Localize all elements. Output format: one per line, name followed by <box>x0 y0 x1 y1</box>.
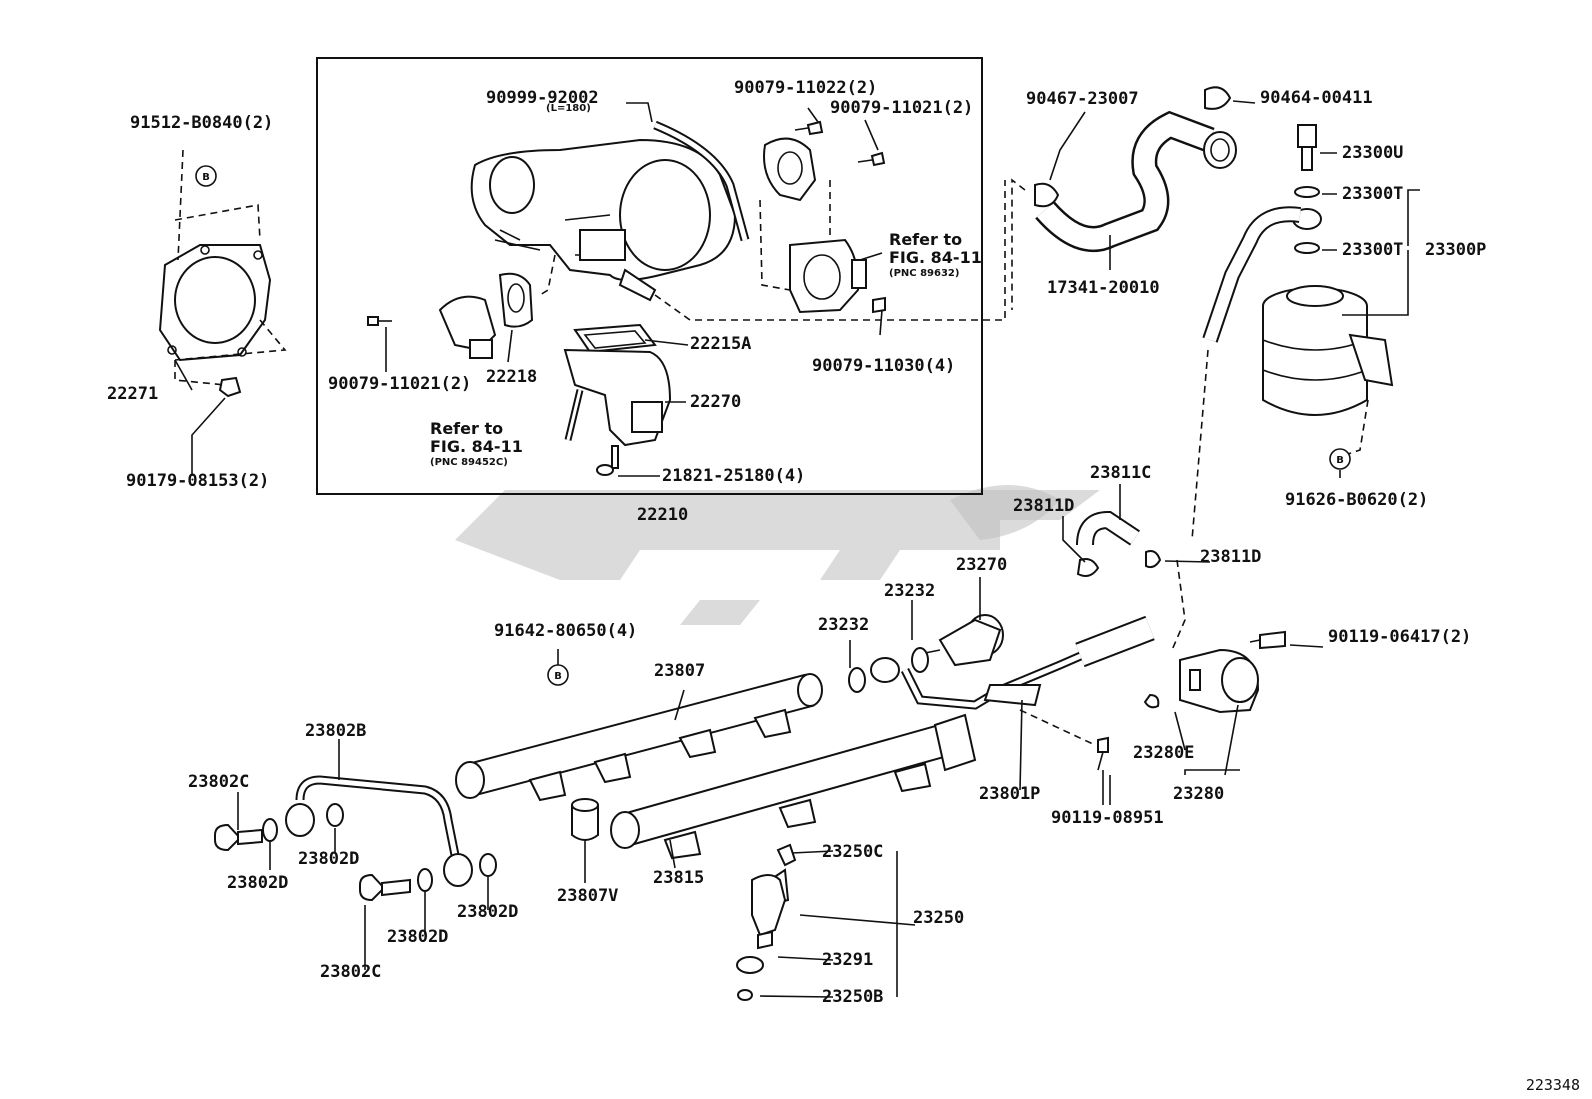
bolt-marker-b: B <box>554 671 562 682</box>
fuel-line-filter <box>1202 206 1302 343</box>
refer-to-text: Refer to <box>430 419 503 438</box>
label-91642-80650: 91642-80650(4) <box>494 621 637 641</box>
label-23815: 23815 <box>653 868 704 888</box>
label-23300T: 23300T <box>1342 184 1403 204</box>
fuel-rail-23815 <box>610 713 977 860</box>
label-22271: 22271 <box>107 384 158 404</box>
bolt-marker-b: B <box>202 172 210 183</box>
label-23802C: 23802C <box>188 772 249 792</box>
label-23807V: 23807V <box>557 886 618 906</box>
dash-right <box>1011 178 1369 651</box>
gasket-22271 <box>158 244 272 398</box>
watermark-logo <box>455 485 1100 625</box>
label-22218: 22218 <box>486 367 537 387</box>
label-91512-B0840: 91512-B0840(2) <box>130 113 273 133</box>
label-90119-08951: 90119-08951 <box>1051 808 1164 828</box>
clips-23811D <box>1076 550 1162 577</box>
label-23802C: 23802C <box>320 962 381 982</box>
label-23811D: 23811D <box>1200 547 1261 567</box>
label-90079-11030: 90079-11030(4) <box>812 356 955 376</box>
idle-air-valve-22270 <box>563 348 672 447</box>
refer-fig-text: FIG. 84-11 <box>430 437 523 456</box>
union-bolts-23802C <box>214 823 411 902</box>
label-23807: 23807 <box>654 661 705 681</box>
dash-lines <box>539 180 1006 321</box>
return-pipe-23801P <box>870 615 1155 710</box>
hose-90999-92002 <box>653 120 750 242</box>
label-90179-08153: 90179-08153(2) <box>126 471 269 491</box>
pulsation-damper-23280 <box>1097 630 1286 771</box>
hose-17341-20010 <box>1035 110 1237 253</box>
bolt-marker-b: B <box>1336 455 1344 466</box>
part-labels: 90999-92002 90079-11022(2) 90079-11021(2… <box>107 78 1486 1007</box>
refer-fig-text: FIG. 84-11 <box>889 248 982 267</box>
label-23270: 23270 <box>956 555 1007 575</box>
label-23232: 23232 <box>818 615 869 635</box>
label-23291: 23291 <box>822 950 873 970</box>
refer-note-lower: Refer to FIG. 84-11 (PNC 89452C) <box>430 419 523 468</box>
label-23300P: 23300P <box>1425 240 1486 260</box>
leader-lines <box>174 100 1420 998</box>
injector-23250 <box>736 843 797 1001</box>
bolt-marker-group: B B B <box>195 165 1351 686</box>
gaskets-23802D <box>262 803 497 892</box>
label-22210: 22210 <box>637 505 688 525</box>
pressure-regulator-23270 <box>914 614 1004 667</box>
insulator-23807V <box>571 798 599 841</box>
throttle-body-group-box <box>316 57 983 495</box>
label-23300T: 23300T <box>1342 240 1403 260</box>
label-23811C: 23811C <box>1090 463 1151 483</box>
refer-note-upper: Refer to FIG. 84-11 (PNC 89632) <box>889 230 982 279</box>
gasket-right <box>763 137 817 202</box>
washers-23232 <box>848 647 929 693</box>
refer-to-text: Refer to <box>889 230 962 249</box>
diagram-id: 223348 <box>1526 1076 1580 1094</box>
label-23811D: 23811D <box>1013 496 1074 516</box>
label-90079-11021: 90079-11021(2) <box>830 98 973 118</box>
label-23250: 23250 <box>913 908 964 928</box>
dash-bolt-lower <box>1019 709 1096 746</box>
label-22270: 22270 <box>690 392 741 412</box>
dash-left <box>174 149 287 386</box>
tps-sensor-right <box>789 238 867 314</box>
label-23300U: 23300U <box>1342 143 1403 163</box>
label-90079-11021: 90079-11021(2) <box>328 374 471 394</box>
hose-23811C <box>1076 510 1140 546</box>
label-23802D: 23802D <box>387 927 448 947</box>
label-23802D: 23802D <box>457 902 518 922</box>
fuel-filter-23300P <box>1262 124 1394 416</box>
gasket-22215A <box>573 323 657 354</box>
label-90999-92002: 90999-92002 <box>486 88 599 108</box>
label-23802B: 23802B <box>305 721 366 741</box>
hose-clamps <box>1034 86 1232 208</box>
label-23280: 23280 <box>1173 784 1224 804</box>
label-23801P: 23801P <box>979 784 1040 804</box>
label-23250C: 23250C <box>822 842 883 862</box>
label-91626-B0620: 91626-B0620(2) <box>1285 490 1428 510</box>
label-90464-00411: 90464-00411 <box>1260 88 1373 108</box>
label-23802D: 23802D <box>298 849 359 869</box>
throttle-body <box>470 138 737 302</box>
refer-pnc-text: (PNC 89632) <box>889 268 959 279</box>
hose-length-note: (L=180) <box>546 103 591 114</box>
label-23802D: 23802D <box>227 873 288 893</box>
small-bolts <box>367 120 886 476</box>
label-90079-11022: 90079-11022(2) <box>734 78 877 98</box>
label-23232: 23232 <box>884 581 935 601</box>
label-90119-06417: 90119-06417(2) <box>1328 627 1471 647</box>
delivery-pipe-23802B <box>285 775 473 887</box>
label-90467-23007: 90467-23007 <box>1026 89 1139 109</box>
label-23280E: 23280E <box>1133 743 1194 763</box>
label-23250B: 23250B <box>822 987 883 1007</box>
fuel-rail-23807 <box>455 673 823 802</box>
sensor-22218-assembly <box>438 272 534 359</box>
refer-pnc-text: (PNC 89452C) <box>430 457 508 468</box>
label-17341-20010: 17341-20010 <box>1047 278 1160 298</box>
label-21821-25180: 21821-25180(4) <box>662 466 805 486</box>
label-22215A: 22215A <box>690 334 751 354</box>
